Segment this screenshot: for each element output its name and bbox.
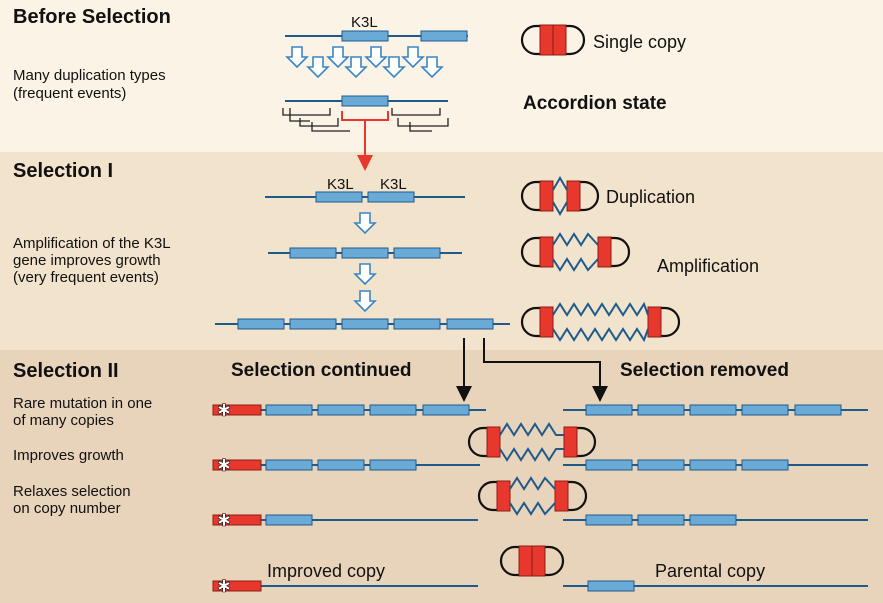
svg-text:✱: ✱	[217, 401, 231, 421]
genome-single-copy	[285, 30, 468, 42]
legend-duplication: Duplication	[606, 187, 696, 207]
amplification-loop-icon-small	[520, 232, 631, 272]
amplification-loop-icon-large	[520, 301, 681, 343]
sel1-desc-line2: gene improves growth	[13, 252, 161, 269]
label-parental-copy: Parental copy	[655, 561, 766, 581]
continued-genome-2: ✱	[212, 456, 480, 476]
removed-genome-3	[563, 514, 868, 526]
gene-label-k3l-dup-left: K3L	[327, 176, 354, 193]
sel2-desc-b: Improves growth	[13, 447, 124, 464]
reduction-loop-icon-2	[477, 476, 588, 516]
before-desc-line1: Many duplication types	[13, 67, 166, 84]
single-copy-icon	[520, 24, 586, 56]
continued-genome-1: ✱	[212, 401, 486, 421]
arrow-down-1	[354, 212, 376, 234]
column-selection-removed: Selection removed	[620, 360, 789, 381]
duplication-loop-icon	[520, 176, 600, 216]
legend-accordion-state: Accordion state	[523, 93, 667, 114]
single-copy-loop-icon-final	[499, 545, 565, 577]
branch-arrows	[456, 338, 608, 402]
arrow-down-2	[354, 263, 376, 285]
sel1-desc-line1: Amplification of the K3L	[13, 235, 171, 252]
sel2-desc-c-line2: on copy number	[13, 500, 121, 517]
before-desc-line2: (frequent events)	[13, 85, 127, 102]
removed-genome-2	[563, 459, 868, 471]
sel2-desc-a-line1: Rare mutation in one	[13, 395, 153, 412]
label-improved-copy: Improved copy	[267, 561, 386, 581]
genome-duplication-types	[282, 95, 449, 171]
svg-text:✱: ✱	[217, 511, 231, 531]
column-selection-continued: Selection continued	[231, 360, 412, 381]
genome-duplication	[265, 191, 465, 203]
heading-selection-2: Selection II	[13, 360, 119, 382]
genome-amplification-3	[268, 247, 462, 259]
band-before-selection	[0, 0, 883, 152]
genome-amplification-5	[215, 318, 510, 330]
continued-genome-3: ✱	[212, 511, 478, 531]
legend-amplification: Amplification	[657, 256, 760, 276]
sel1-desc-line3: (very frequent events)	[13, 269, 159, 286]
gene-label-k3l-dup-right: K3L	[380, 176, 407, 193]
legend-single-copy: Single copy	[593, 32, 687, 52]
band-selection-2	[0, 350, 883, 603]
heading-before-selection: Before Selection	[13, 6, 171, 28]
sel2-desc-a-line2: of many copies	[13, 412, 114, 429]
gene-label-k3l: K3L	[351, 14, 378, 31]
arrow-down-3	[354, 290, 376, 312]
svg-text:✱: ✱	[217, 456, 231, 476]
removed-genome-4	[563, 580, 868, 592]
reduction-loop-icon-1	[467, 422, 597, 462]
band-selection-1	[0, 152, 883, 350]
removed-genome-1	[563, 404, 868, 416]
heading-selection-1: Selection I	[13, 160, 114, 182]
svg-text:✱: ✱	[217, 577, 231, 597]
continued-genome-4: ✱	[212, 577, 478, 597]
duplication-arrows	[286, 46, 443, 78]
sel2-desc-c-line1: Relaxes selection	[13, 483, 131, 500]
